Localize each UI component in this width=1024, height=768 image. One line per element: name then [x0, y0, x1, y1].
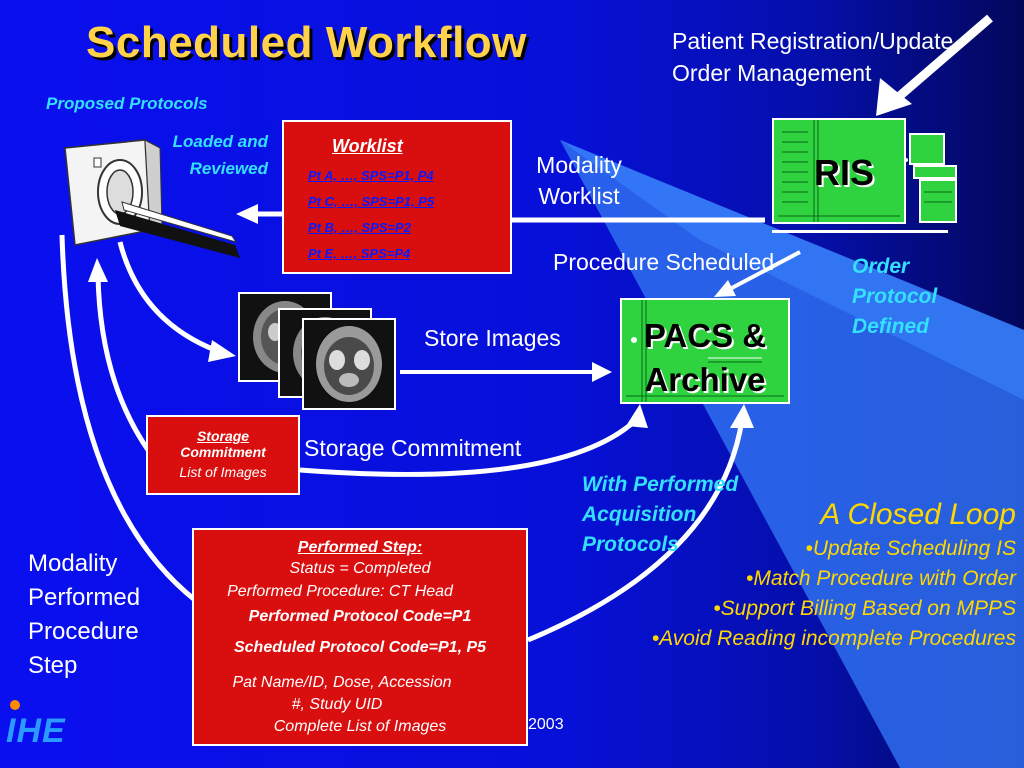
storage-commitment-arrowhead: [626, 404, 648, 428]
storage-commitment-label: Storage Commitment: [304, 435, 522, 461]
order-entry-arrow: [876, 14, 993, 116]
store-images-arrow: [400, 362, 612, 382]
closed-loop-title: A Closed Loop: [820, 498, 1016, 531]
performed-step-box: Performed Step: Status = Completed Perfo…: [192, 528, 528, 746]
loaded-reviewed-label: Loaded and Reviewed: [130, 128, 268, 182]
storage-title-line1: Storage: [196, 428, 250, 444]
year-fragment: 2003: [528, 716, 564, 733]
procedure-scheduled-arrow: [714, 250, 801, 297]
storage-subtitle: List of Images: [179, 464, 267, 480]
worklist-item[interactable]: Pt A, …, SPS=P1, P4: [308, 168, 434, 183]
with-performed-line1: With Performed: [582, 473, 739, 496]
ris-label: RIS: [814, 152, 875, 193]
ihe-logo: IHE: [4, 698, 72, 754]
performed-images: Complete List of Images: [273, 718, 447, 735]
mpps-label: Modality Performed Procedure Step: [28, 547, 140, 683]
performed-study: #, Study UID: [291, 696, 383, 713]
modality-worklist-line1: Modality: [536, 152, 622, 178]
order-protocol-label: Order Protocol Defined: [852, 252, 937, 342]
procedure-scheduled-label: Procedure Scheduled: [553, 249, 775, 275]
performed-title: Performed Step:: [297, 539, 423, 556]
ihe-logo-dot: [10, 700, 20, 710]
ris-input-line2: Order Management: [672, 60, 872, 86]
performed-status: Status = Completed: [289, 560, 431, 577]
scheduled-protocol: Scheduled Protocol Code=P1, P5: [233, 639, 487, 656]
acquire-images-arrowhead: [208, 340, 236, 362]
background-light-band: [560, 140, 1024, 768]
background-light-band-edge: [560, 140, 1024, 400]
worklist-item[interactable]: Pt C, …, SPS=P1, P5: [308, 194, 435, 209]
closed-loop-item: •Match Procedure with Order: [746, 567, 1016, 590]
order-line2: Protocol: [852, 285, 938, 308]
loaded-line2: Reviewed: [189, 159, 268, 178]
ris-input-line1: Patient Registration/Update: [672, 28, 954, 54]
worklist-box: Worklist Pt A, …, SPS=P1, P4 Pt C, …, SP…: [282, 120, 512, 274]
closed-loop-list: A Closed Loop •Update Scheduling IS •Mat…: [540, 496, 1016, 654]
acquire-images-arrow: [117, 241, 216, 353]
modality-worklist-line2: Worklist: [538, 183, 620, 209]
mpps-line4: Step: [28, 652, 78, 679]
with-performed-line2: Acquisition: [582, 503, 697, 526]
storage-commitment-curve: [299, 418, 638, 477]
ct-image-3: [302, 318, 396, 410]
worklist-arrow: [236, 204, 765, 224]
with-performed-label: With Performed Acquisition Protocols: [582, 470, 738, 560]
performed-protocol: Performed Protocol Code=P1: [248, 608, 472, 625]
pacs-label: PACS & Archive: [622, 314, 788, 402]
modality-worklist-label: Modality Worklist: [520, 150, 638, 212]
closed-loop-item: •Avoid Reading incomplete Procedures: [651, 627, 1016, 650]
worklist-item[interactable]: Pt E, …, SPS=P4: [308, 246, 411, 261]
mpps-loop-curve: [59, 234, 197, 602]
storage-back-curve: [95, 274, 151, 452]
closed-loop-item: •Support Billing Based on MPPS: [713, 597, 1016, 620]
mpps-line3: Procedure: [28, 618, 139, 645]
with-performed-line3: Protocols: [582, 533, 679, 556]
ct-scanner-icon: [64, 139, 240, 258]
order-line3: Defined: [852, 315, 930, 338]
pacs-line1: PACS &: [643, 317, 767, 354]
ris-box: RIS: [772, 118, 906, 224]
mpps-line1: Modality: [28, 550, 118, 577]
worklist-item[interactable]: Pt B, …, SPS=P2: [308, 220, 411, 235]
pacs-line2: Archive: [644, 361, 766, 398]
ris-base-line: [772, 230, 948, 233]
ihe-logo-text: IHE: [6, 712, 66, 750]
store-images-label: Store Images: [424, 325, 561, 351]
worklist-title: Worklist: [332, 136, 403, 156]
performed-patient: Pat Name/ID, Dose, Accession: [232, 674, 452, 691]
performed-procedure: Performed Procedure: CT Head: [227, 583, 453, 600]
pacs-box: PACS & Archive: [620, 298, 790, 404]
pacs-server-pattern: [626, 300, 784, 402]
loaded-line1: Loaded and: [172, 132, 268, 151]
proposed-protocols-label: Proposed Protocols: [46, 94, 208, 113]
page-title: Scheduled Workflow: [86, 18, 527, 67]
mpps-to-pacs-arrowhead: [730, 404, 754, 428]
closed-loop-item: •Update Scheduling IS: [805, 537, 1017, 560]
mpps-to-pacs-curve: [527, 419, 745, 643]
mpps-line2: Performed: [28, 584, 141, 611]
ris-workstation-icon: [904, 133, 957, 223]
ris-server-pattern: [778, 120, 900, 222]
order-line1: Order: [852, 255, 910, 278]
storage-title-line2: Commitment: [180, 444, 266, 460]
ris-input-label: Patient Registration/Update Order Manage…: [672, 25, 953, 89]
storage-commitment-box: Storage Commitment List of Images: [146, 415, 300, 495]
storage-back-arrowhead: [88, 258, 108, 282]
